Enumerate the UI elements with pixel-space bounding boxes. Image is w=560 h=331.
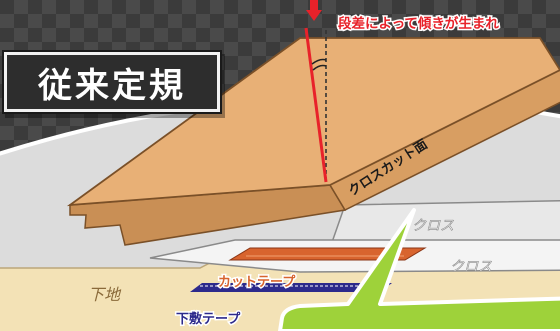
cut-tape-label: カットテープ — [218, 275, 296, 290]
green-callout — [278, 208, 560, 331]
title-box: 従来定規 — [4, 52, 220, 112]
tilt-red-line — [304, 27, 328, 183]
under-tape-label: 下敷テープ — [176, 311, 241, 327]
cut-tape — [228, 247, 427, 261]
down-arrow-icon — [306, 0, 322, 21]
caption-text: 段差によって傾きが生まれ — [337, 15, 501, 34]
cross-lower-label: クロス — [450, 259, 492, 275]
ruler-top-face — [66, 37, 560, 207]
cross-upper-label: クロス — [412, 218, 454, 234]
base-label: 下地 — [88, 285, 122, 304]
page-title: 従来定規 — [38, 65, 186, 106]
angle-mark-icon — [311, 58, 327, 65]
under-tape — [190, 283, 392, 292]
